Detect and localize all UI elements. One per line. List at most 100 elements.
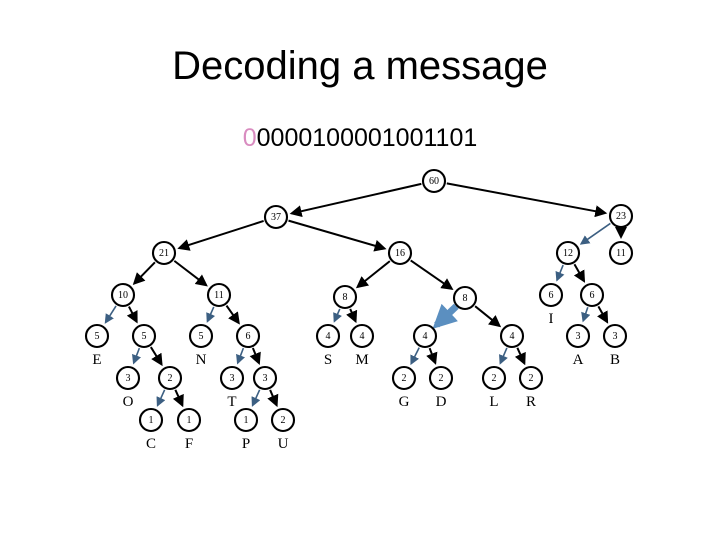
leaf-symbol-label: F [185, 436, 193, 452]
tree-node[interactable]: 3B [602, 323, 628, 368]
node-circle [263, 204, 289, 230]
node-weight-label: 1 [149, 415, 154, 426]
tree-node[interactable]: 3O [115, 365, 141, 410]
tree-node[interactable]: 3 [252, 365, 278, 391]
tree-node[interactable]: 6 [235, 323, 261, 349]
node-circle [428, 365, 454, 391]
node-weight-label: 16 [395, 248, 405, 259]
tree-node[interactable]: 5N [188, 323, 214, 368]
tree-node[interactable]: 6I [538, 282, 564, 327]
node-weight-label: 3 [230, 373, 235, 384]
node-circle [349, 323, 375, 349]
tree-node[interactable]: 8 [452, 285, 478, 311]
tree-node[interactable]: 37 [263, 204, 289, 230]
node-weight-label: 6 [590, 290, 595, 301]
tree-node[interactable]: 2 [157, 365, 183, 391]
bitstring-remainder: 0000100001001101 [256, 124, 478, 152]
node-weight-label: 60 [429, 176, 439, 187]
tree-edge-bit-0 [132, 261, 156, 285]
tree-node[interactable]: 5E [84, 323, 110, 368]
node-weight-label: 5 [199, 331, 204, 342]
tree-node[interactable]: 2L [481, 365, 507, 410]
tree-edge-bit-0 [355, 260, 391, 289]
tree-node[interactable]: 11 [206, 282, 232, 308]
node-circle [387, 240, 413, 266]
tree-node[interactable]: 2D [428, 365, 454, 410]
node-circle [579, 282, 605, 308]
tree-edge-bit-1 [173, 260, 208, 287]
node-weight-label: 10 [118, 290, 128, 301]
leaf-symbol-label: O [123, 394, 134, 410]
tree-node[interactable]: 8 [332, 284, 358, 310]
tree-node[interactable]: 4M [349, 323, 375, 368]
tree-edge-bit-1 [474, 305, 502, 328]
tree-edge-bit-1 [288, 219, 387, 252]
tree-node[interactable]: 16 [387, 240, 413, 266]
node-circle [391, 365, 417, 391]
node-circle [608, 203, 634, 229]
node-circle [538, 282, 564, 308]
node-weight-label: 4 [326, 331, 331, 342]
leaf-symbol-label: T [227, 394, 236, 410]
tree-node[interactable]: 4S [315, 323, 341, 368]
leaf-symbol-label: N [196, 352, 207, 368]
tree-node[interactable]: 10 [110, 282, 136, 308]
node-weight-label: 23 [616, 211, 626, 222]
tree-node[interactable]: 21 [151, 240, 177, 266]
tree-node[interactable]: 4 [412, 323, 438, 349]
node-circle [233, 407, 259, 433]
tree-edge-bit-0 [579, 222, 611, 245]
encoded-bitstring: 00000100001001101 [0, 124, 720, 153]
node-circle [219, 365, 245, 391]
tree-edge-bit-0 [177, 220, 264, 251]
node-weight-label: 3 [576, 331, 581, 342]
node-circle [206, 282, 232, 308]
page-title: Decoding a message [172, 44, 548, 88]
tree-edge-bit-0 [206, 306, 216, 323]
tree-edge-bit-1 [172, 389, 184, 408]
node-weight-label: 21 [159, 248, 169, 259]
tree-edge-bit-0 [410, 347, 420, 366]
tree-node[interactable]: 6 [579, 282, 605, 308]
node-weight-label: 4 [423, 331, 428, 342]
tree-edge-bit-1 [597, 305, 609, 324]
tree-node[interactable]: 3A [565, 323, 591, 368]
tree-node[interactable]: 4 [499, 323, 525, 349]
tree-node[interactable]: 1C [138, 407, 164, 452]
tree-edge-bit-1 [346, 308, 358, 324]
node-circle [412, 323, 438, 349]
node-circle [188, 323, 214, 349]
tree-node[interactable]: 2U [270, 407, 296, 452]
tree-node[interactable]: 23 [608, 203, 634, 229]
tree-edge-bit-0 [156, 389, 166, 407]
tree-edge-bit-1 [446, 182, 608, 218]
tree-node[interactable]: 60 [421, 168, 447, 194]
leaf-symbol-label: U [278, 436, 289, 452]
tree-edge-bit-1 [249, 347, 261, 366]
tree-node[interactable]: 11 [608, 240, 634, 266]
node-weight-label: 11 [214, 290, 224, 301]
tree-edge-bit-0 [499, 347, 508, 365]
tree-node[interactable]: 2G [391, 365, 417, 410]
node-circle [110, 282, 136, 308]
tree-node[interactable]: 1F [176, 407, 202, 452]
node-circle [565, 323, 591, 349]
node-weight-label: 8 [343, 292, 348, 303]
node-weight-label: 2 [439, 373, 444, 384]
node-weight-label: 3 [126, 373, 131, 384]
tree-edge-bit-1 [267, 389, 279, 408]
tree-node[interactable]: 3T [219, 365, 245, 410]
leaf-symbol-label: I [549, 311, 554, 327]
node-weight-label: 12 [563, 248, 573, 259]
tree-edge-bit-0 [236, 347, 246, 365]
tree-node[interactable]: 12 [555, 240, 581, 266]
tree-node[interactable]: 1P [233, 407, 259, 452]
tree-node[interactable]: 2R [518, 365, 544, 410]
tree-node[interactable]: 5 [131, 323, 157, 349]
tree-edge-bit-0 [289, 182, 422, 218]
leaf-symbol-label: R [526, 394, 536, 410]
tree-edge-bit-0 [555, 264, 565, 282]
